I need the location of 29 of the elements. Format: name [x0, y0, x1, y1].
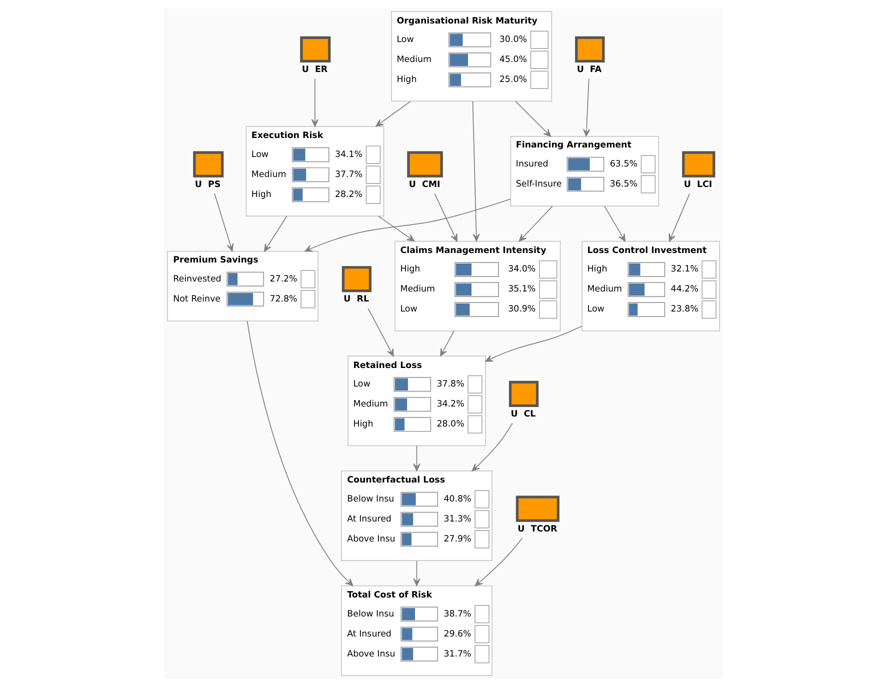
node-label: U CMI: [408, 180, 440, 190]
arrow: [472, 100, 480, 242]
node-label: U TCOR: [518, 524, 558, 534]
arrow: [378, 216, 415, 242]
arrow: [515, 100, 552, 137]
arrow: [368, 308, 394, 357]
arrow: [474, 538, 523, 586]
node-label: U LCI: [684, 180, 712, 190]
arrow: [214, 193, 234, 252]
arrow: [311, 78, 319, 127]
node-label: U FA: [576, 65, 602, 76]
arrow: [246, 320, 354, 586]
arrow: [376, 100, 411, 127]
arrow: [604, 206, 626, 242]
node-label: U PS: [194, 180, 221, 190]
arrow: [583, 78, 590, 137]
arrow: [304, 198, 511, 252]
arrow: [434, 193, 458, 242]
arrow: [485, 326, 582, 362]
arrow: [440, 330, 454, 356]
arrow: [668, 193, 690, 242]
arrow: [264, 216, 288, 252]
arrow: [413, 560, 420, 586]
arrow: [518, 206, 553, 242]
arrow: [413, 445, 420, 472]
node-label: U CL: [510, 410, 536, 420]
arrow: [472, 422, 513, 472]
node-label: U ER: [302, 65, 328, 76]
node-label: U RL: [344, 294, 370, 305]
